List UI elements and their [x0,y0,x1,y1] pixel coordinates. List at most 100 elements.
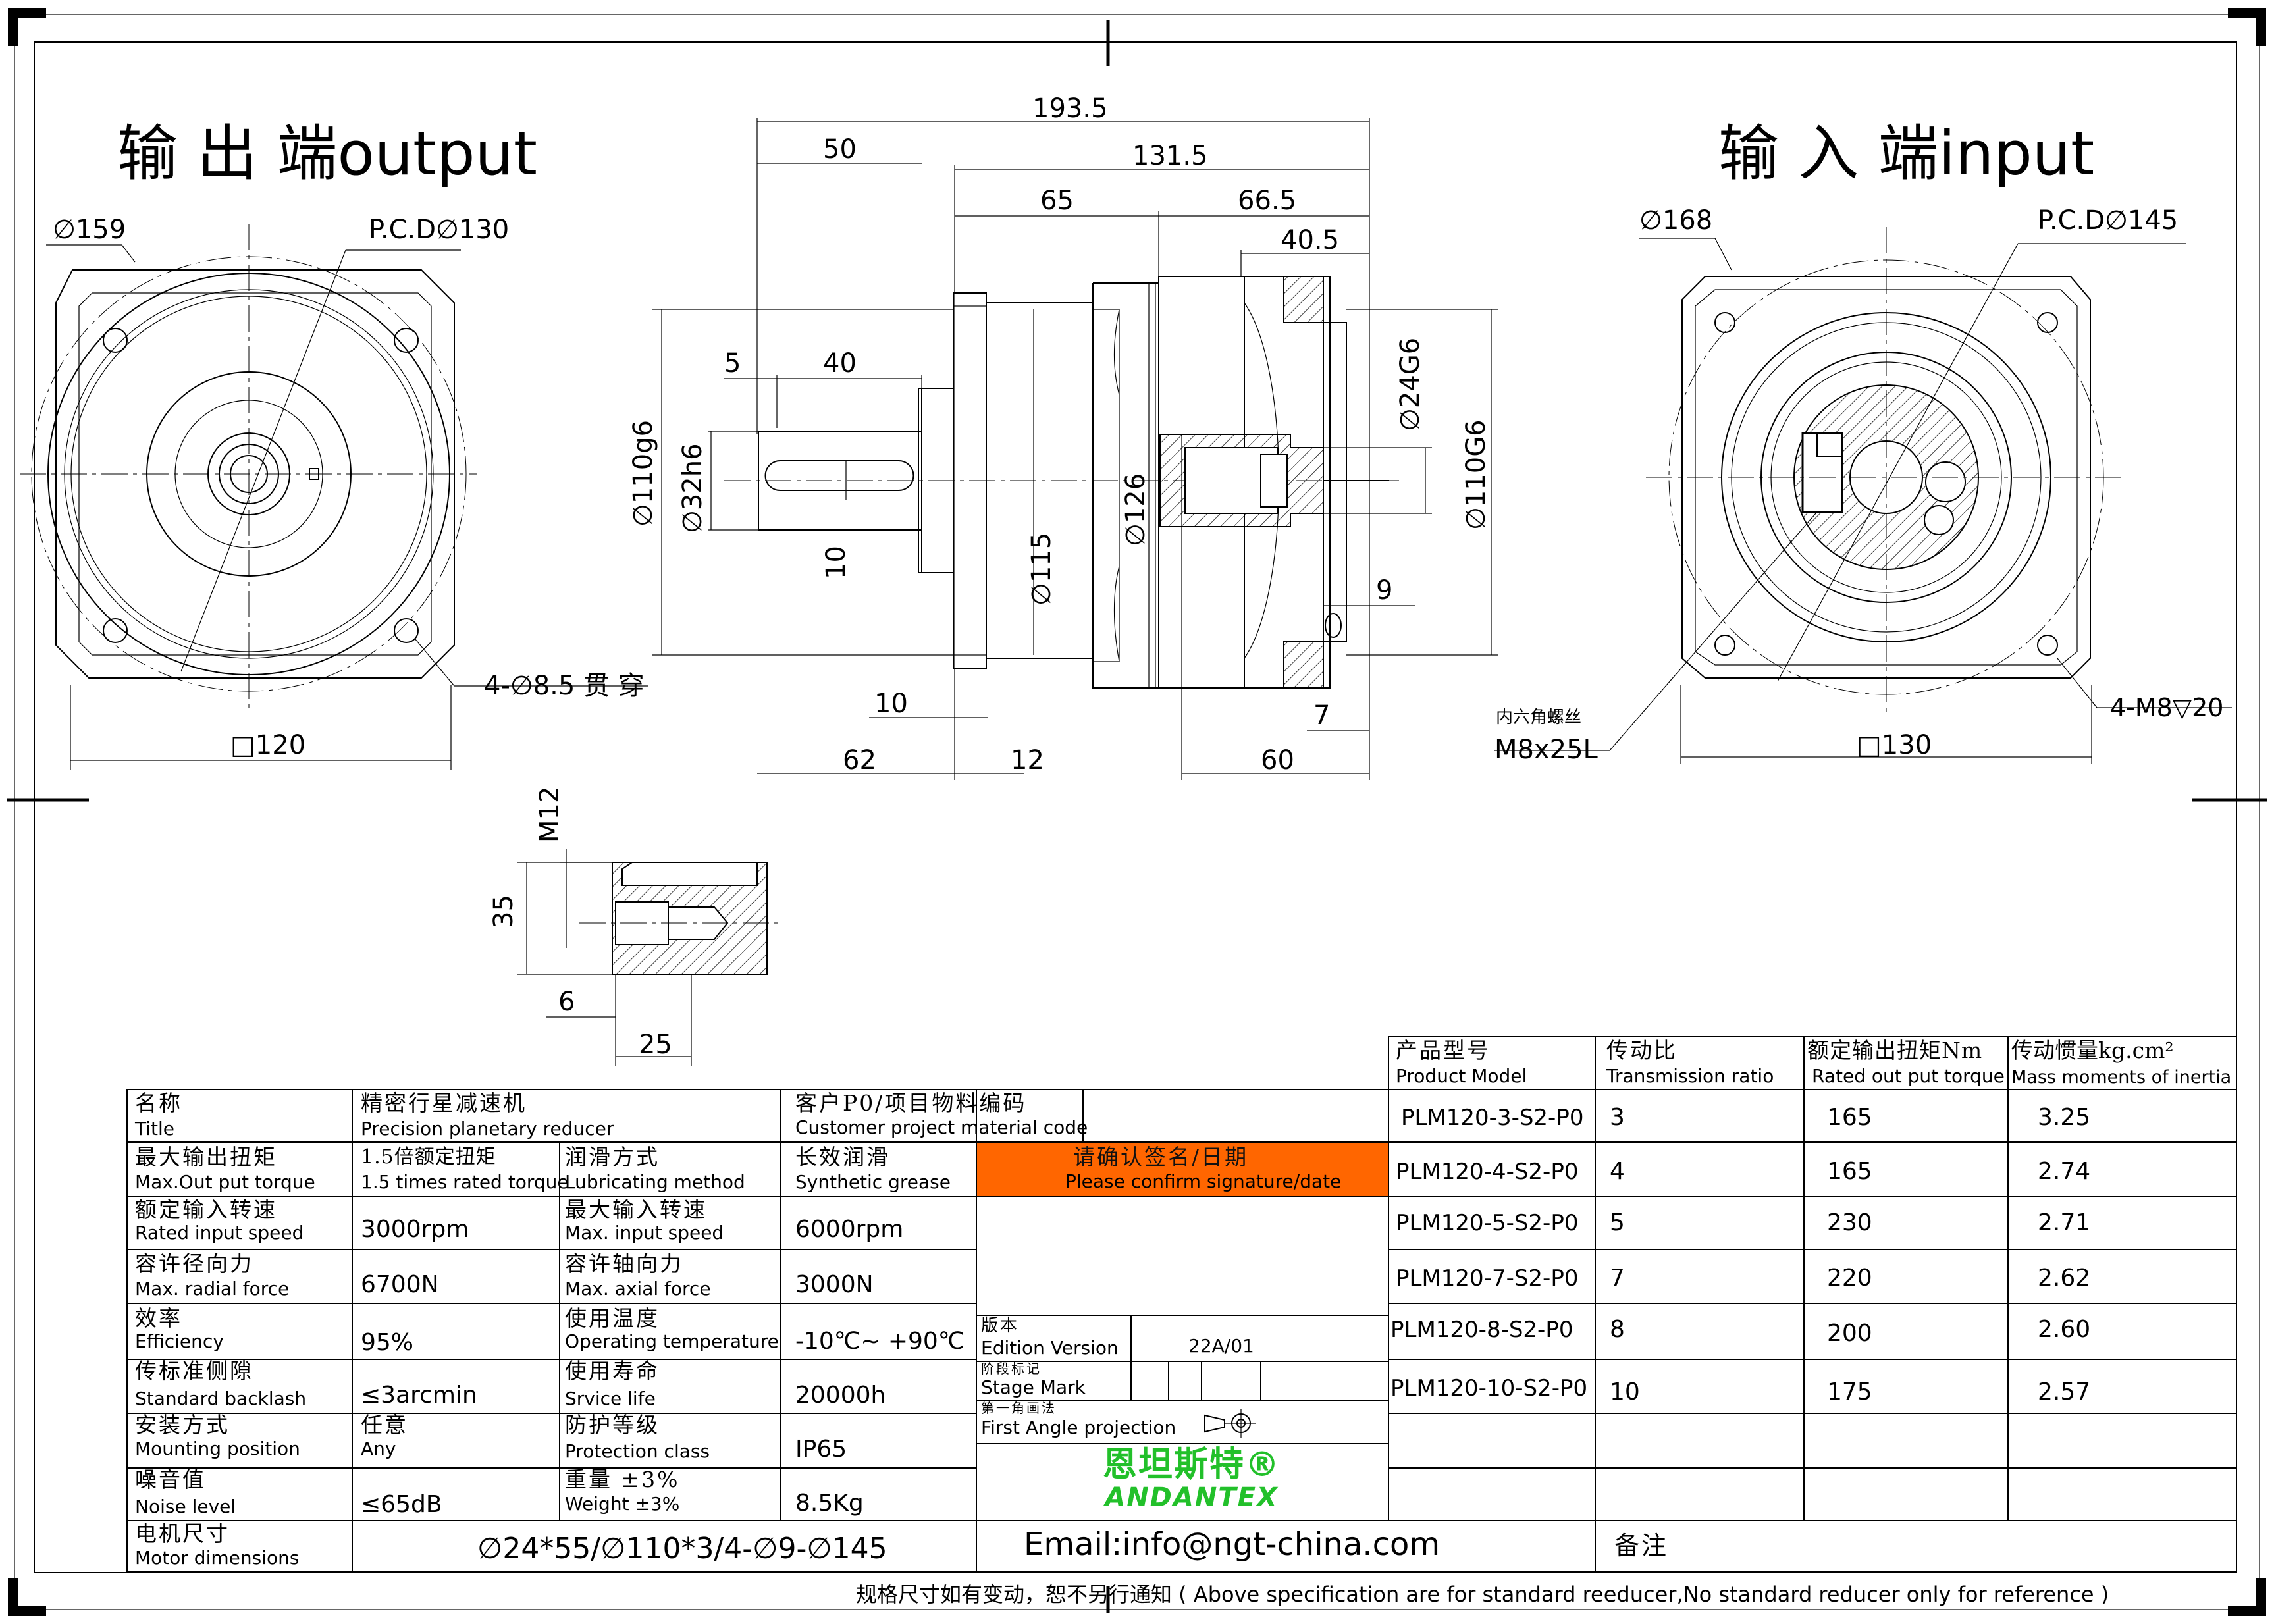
torque-cell: 175 [1827,1378,1872,1405]
service-life-cn: 使用寿命 [565,1358,660,1384]
confirm-cn: 请确认签名/日期 [1073,1144,1249,1170]
title-cn: 名称 [135,1090,182,1116]
title-val-cn: 精密行星减速机 [361,1090,527,1116]
header-torque-cn: 额定输出扭矩Nm [1807,1037,1983,1063]
max-torque-val-en: 1.5 times rated torque [361,1171,569,1193]
lubrication-val-en: Synthetic grease [795,1171,951,1193]
input-bolt-holes [1714,312,2058,656]
input-pcd-label: P.C.D∅145 [2038,205,2178,236]
brand-en: ANDANTEX [1105,1482,1279,1513]
projection-cn: 第一角画法 [981,1400,1057,1416]
dim-10-key: 10 [821,546,851,579]
ratio-cell: 10 [1610,1378,1640,1405]
ratio-cell: 8 [1610,1316,1625,1343]
input-diameter-label: ∅168 [1639,205,1712,236]
dim-d24G6: ∅24G6 [1395,338,1425,431]
weight-cn: 重量 ±3% [565,1467,680,1492]
model-cell: PLM120-10-S2-P0 [1390,1375,1588,1401]
axial-force-val: 3000N [795,1271,874,1298]
lubrication-val-cn: 长效润滑 [795,1144,890,1170]
confirm-en: Please confirm signature/date [1065,1170,1342,1192]
header-model-cn: 产品型号 [1396,1037,1491,1063]
ratio-cell: 5 [1610,1209,1625,1236]
dim-12: 12 [1011,745,1044,775]
torque-cell: 230 [1827,1209,1872,1236]
weight-val: 8.5Kg [795,1490,864,1517]
max-speed-val: 6000rpm [795,1216,904,1243]
dim-10-flange: 10 [874,689,908,719]
first-angle-symbol [1204,1409,1256,1438]
backlash-val: ≤3arcmin [361,1382,477,1409]
detail-view: M12 35 6 25 [489,787,780,1066]
model-cell: PLM120-5-S2-P0 [1396,1210,1579,1236]
customer-code-en: Customer project material code [795,1116,1088,1138]
confirm-cell [976,1142,1388,1197]
dim-131-5: 131.5 [1132,141,1208,171]
torque-cell: 220 [1827,1265,1872,1292]
rated-speed-en: Rated input speed [135,1222,304,1244]
output-holes-label: 4-∅8.5 贯 穿 [484,671,645,701]
output-bolt-holes [103,328,419,643]
model-cell: PLM120-4-S2-P0 [1396,1159,1579,1185]
output-diameter-label: ∅159 [53,215,126,245]
backlash-en: Standard backlash [135,1388,307,1409]
title-en: Title [135,1118,175,1139]
input-square-label: □130 [1857,730,1932,760]
output-square-label: □120 [230,730,305,760]
dim-66-5: 66.5 [1238,186,1296,216]
customer-code-cn: 客户P0/项目物料编码 [795,1090,1027,1116]
header-inertia-cn: 传动惯量kg.cm² [2011,1037,2174,1063]
title-val-en: Precision planetary reducer [361,1118,614,1139]
inertia-cell: 2.60 [2038,1316,2091,1343]
header-ratio-en: Transmission ratio [1606,1065,1774,1087]
mounting-val-cn: 任意 [361,1412,408,1438]
lubrication-cn: 润滑方式 [565,1144,660,1170]
email-text: Email:info@ngt-china.com [1024,1526,1441,1563]
efficiency-en: Efficiency [135,1330,224,1352]
stage-en: Stage Mark [981,1376,1086,1398]
edition-val: 22A/01 [1188,1335,1254,1357]
detail-m12: M12 [535,787,565,843]
efficiency-cn: 效率 [135,1305,182,1331]
model-cell: PLM120-8-S2-P0 [1390,1317,1573,1343]
mounting-en: Mounting position [135,1438,300,1459]
motor-dim-val: ∅24*55/∅110*3/4-∅9-∅145 [477,1532,887,1565]
dim-d32h6: ∅32h6 [677,443,708,533]
efficiency-val: 95% [361,1329,414,1356]
noise-en: Noise level [135,1496,236,1517]
detail-25: 25 [639,1030,672,1060]
projection-en: First Angle projection [981,1417,1177,1438]
ratio-cell: 7 [1610,1265,1625,1292]
inertia-cell: 3.25 [2038,1104,2091,1131]
dim-d115: ∅115 [1026,533,1057,606]
noise-cn: 噪音值 [135,1467,206,1492]
motor-dim-en: Motor dimensions [135,1547,300,1569]
rated-speed-val: 3000rpm [361,1216,469,1243]
torque-cell: 200 [1827,1320,1872,1347]
spec-table [126,1036,2237,1572]
header-ratio-cn: 传动比 [1606,1037,1678,1063]
axial-force-cn: 容许轴向力 [565,1251,683,1276]
detail-35: 35 [489,895,519,928]
dim-62: 62 [843,745,876,775]
max-speed-en: Max. input speed [565,1222,724,1244]
dim-40: 40 [823,348,857,379]
dim-d110G6: ∅110G6 [1461,419,1491,530]
protection-en: Protection class [565,1440,710,1462]
service-life-en: Srvice life [565,1388,656,1409]
rated-speed-cn: 额定输入转速 [135,1197,277,1222]
output-view-title: 输 出 端output [117,118,537,189]
edition-en: Edition Version [981,1337,1119,1359]
input-view-title: 输 入 端input [1718,118,2094,189]
dim-9: 9 [1376,575,1392,606]
mounting-cn: 安装方式 [135,1412,230,1438]
motor-dim-cn: 电机尺寸 [135,1521,230,1546]
radial-force-val: 6700N [361,1271,439,1298]
edition-cn: 版本 [981,1316,1020,1336]
remark-label: 备注 [1614,1531,1669,1560]
brand-cn: 恩坦斯特® [1102,1445,1281,1484]
side-dimensions [652,118,1498,780]
output-end-view: 输 出 端output ∅159 P.C.D∅130 4-∅8.5 贯 穿 □1… [20,118,648,770]
inertia-cell: 2.57 [2038,1378,2091,1405]
inertia-cell: 2.74 [2038,1158,2091,1185]
